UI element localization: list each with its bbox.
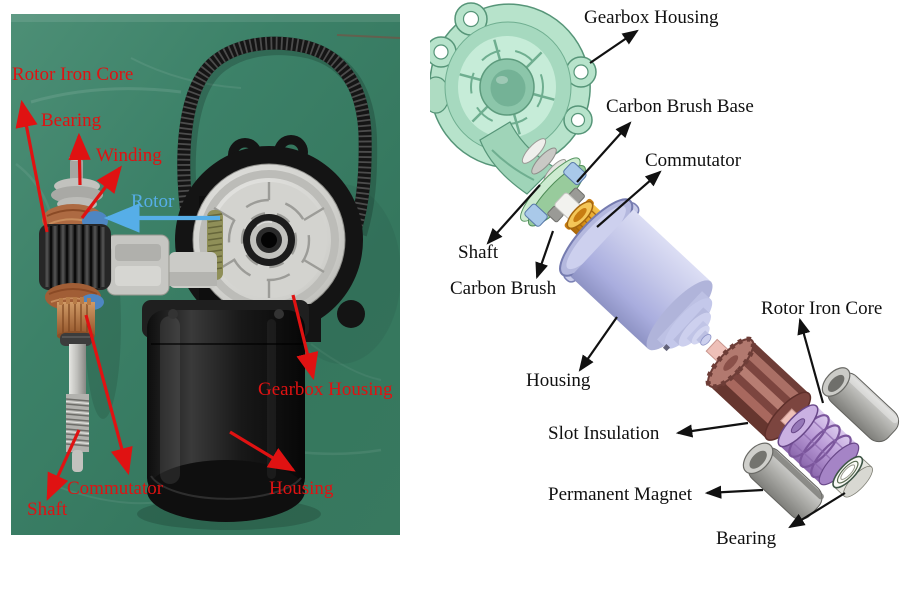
label-cad-carbon-brush-base: Carbon Brush Base [606, 96, 754, 117]
label-rotor: Rotor [131, 191, 175, 212]
label-rotor-iron-core: Rotor Iron Core [12, 64, 134, 85]
arrow-bearing [788, 492, 846, 529]
label-cad-slot-insulation: Slot Insulation [548, 423, 660, 444]
cad-rotor-iron-core [777, 404, 860, 486]
cad-panel [430, 0, 900, 560]
gearbox-cover-ribs [213, 182, 325, 298]
cad-annotation-arrows [486, 29, 846, 529]
arrow-carbon-brush-base [576, 121, 632, 183]
rotor-iron-core-photo [39, 224, 111, 290]
label-cad-commutator: Commutator [645, 150, 742, 171]
arrow-rotor-iron-core [797, 317, 825, 404]
arrow-permanent-magnet [704, 485, 764, 499]
corrugated-cable [177, 36, 378, 237]
cad-exploded-view [430, 2, 900, 529]
cad-bearing [832, 455, 873, 498]
arrow-winding [80, 165, 122, 219]
cad-housing-axis-group [559, 198, 900, 520]
arrow-commutator [84, 314, 133, 476]
photo-annotation-arrows [15, 99, 319, 501]
photo-panel [11, 14, 400, 535]
connector-plug [95, 234, 217, 296]
cad-housing [559, 198, 713, 352]
label-cad-shaft: Shaft [458, 242, 499, 263]
arrow-housing [229, 430, 296, 472]
cad-permanent-magnet-lower [742, 442, 824, 520]
arrow-housing [578, 316, 618, 372]
arrow-gearbox-housing [589, 29, 639, 64]
label-cad-housing: Housing [526, 370, 591, 391]
arrow-rotor-iron-core [15, 99, 49, 233]
gearbox-face-ribs [459, 39, 555, 135]
arrow-slot-insulation [675, 421, 749, 438]
photo-shaft [65, 344, 90, 472]
photo-motor-disassembled [11, 14, 400, 535]
arrow-shaft [486, 184, 541, 245]
label-housing: Housing [269, 478, 334, 499]
label-cad-bearing: Bearing [716, 528, 777, 549]
label-shaft: Shaft [27, 499, 68, 520]
label-cad-gearbox-housing: Gearbox Housing [584, 7, 719, 28]
photo-motor-housing [142, 300, 309, 522]
label-cad-carbon-brush: Carbon Brush [450, 278, 557, 299]
label-cad-permanent-magnet: Permanent Magnet [548, 484, 693, 505]
arrow-carbon-brush [535, 230, 555, 280]
arrow-bearing [68, 132, 91, 186]
arrow-gearbox-housing [291, 294, 319, 381]
arrow-commutator [596, 170, 662, 228]
cad-carbon-brush-block [524, 203, 548, 227]
cad-gearbox-housing [430, 2, 597, 195]
label-commutator: Commutator [67, 478, 164, 499]
label-cad-rotor-iron-core: Rotor Iron Core [761, 298, 883, 319]
label-winding: Winding [96, 145, 162, 166]
cad-permanent-magnet-upper [821, 367, 900, 443]
shaft-collar [60, 333, 92, 346]
cad-slot-insulation [705, 336, 812, 441]
arrow-shaft [46, 429, 81, 501]
label-bearing: Bearing [41, 110, 102, 131]
label-gearbox-housing: Gearbox Housing [258, 379, 393, 400]
